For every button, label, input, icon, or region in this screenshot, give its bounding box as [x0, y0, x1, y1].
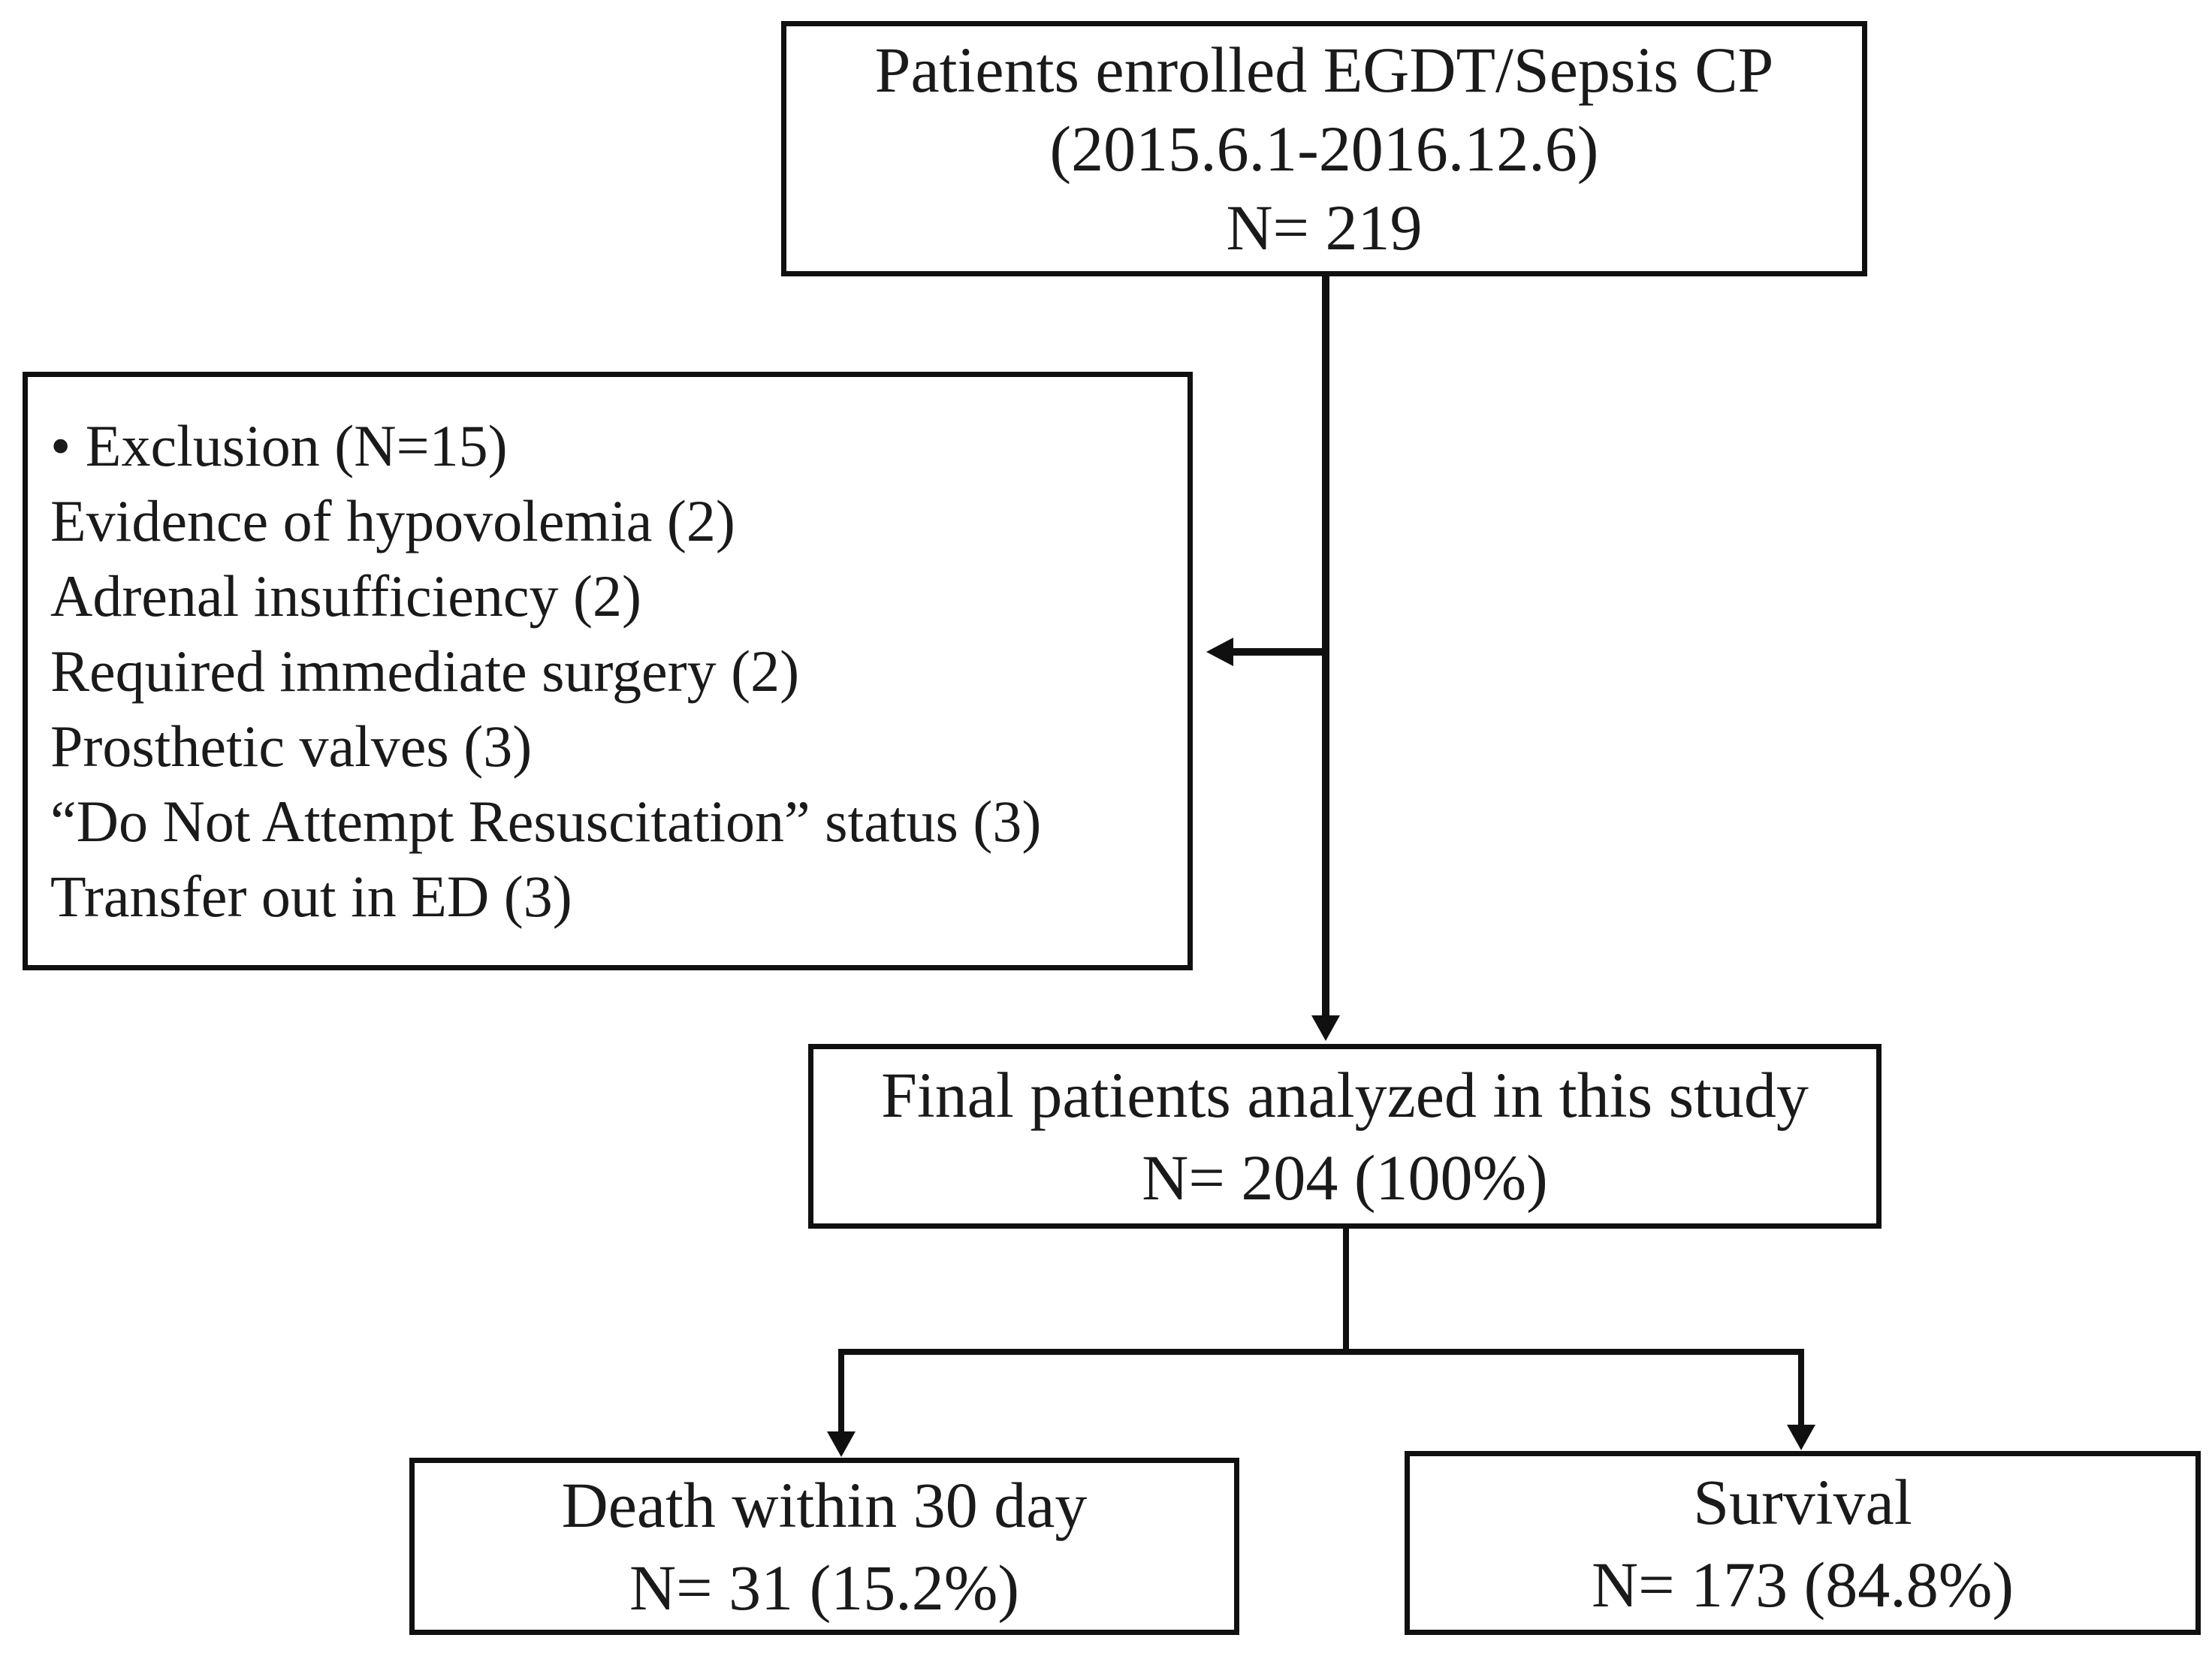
connector-enrolled-to-final [1322, 276, 1329, 1018]
node-death-box: Death within 30 day N= 31 (15.2%) [409, 1458, 1239, 1635]
connector-split-bar [838, 1349, 1804, 1355]
enrolled-line-dates: (2015.6.1-2016.12.6) [1049, 112, 1599, 185]
node-exclusion-box: • Exclusion (N=15) Evidence of hypovolem… [23, 372, 1193, 970]
connector-drop-to-survival [1798, 1349, 1804, 1427]
death-line-title: Death within 30 day [561, 1469, 1088, 1541]
exclusion-item-valves: Prosthetic valves (3) [50, 713, 533, 779]
survival-line-title: Survival [1693, 1465, 1912, 1538]
node-enrolled-box: Patients enrolled EGDT/Sepsis CP (2015.6… [781, 21, 1867, 276]
exclusion-item-transfer: Transfer out in ED (3) [50, 863, 572, 929]
enrolled-line-title: Patients enrolled EGDT/Sepsis CP [874, 33, 1774, 106]
exclusion-item-surgery: Required immediate surgery (2) [50, 638, 800, 704]
survival-line-count: N= 173 (84.8%) [1591, 1548, 2014, 1621]
node-survival-box: Survival N= 173 (84.8%) [1405, 1451, 2201, 1635]
exclusion-item-adrenal: Adrenal insufficiency (2) [50, 563, 641, 629]
arrowhead-into-exclusion-icon [1206, 638, 1233, 666]
exclusion-item-dnar: “Do Not Attempt Resuscitation” status (3… [50, 788, 1042, 854]
connector-drop-to-death [838, 1349, 844, 1433]
exclusion-header: • Exclusion (N=15) [50, 412, 508, 478]
exclusion-item-hypovolemia: Evidence of hypovolemia (2) [50, 487, 735, 554]
death-line-count: N= 31 (15.2%) [629, 1552, 1020, 1624]
final-line-count: N= 204 (100%) [1142, 1142, 1548, 1214]
enrolled-line-count: N= 219 [1226, 191, 1423, 264]
connector-branch-to-exclusion [1233, 648, 1326, 656]
arrowhead-into-death-icon [827, 1431, 856, 1457]
arrowhead-into-final-icon [1311, 1015, 1340, 1041]
node-final-box: Final patients analyzed in this study N=… [808, 1044, 1882, 1229]
final-line-title: Final patients analyzed in this study [881, 1059, 1809, 1131]
arrowhead-into-survival-icon [1787, 1425, 1815, 1450]
connector-final-stem [1343, 1229, 1349, 1355]
